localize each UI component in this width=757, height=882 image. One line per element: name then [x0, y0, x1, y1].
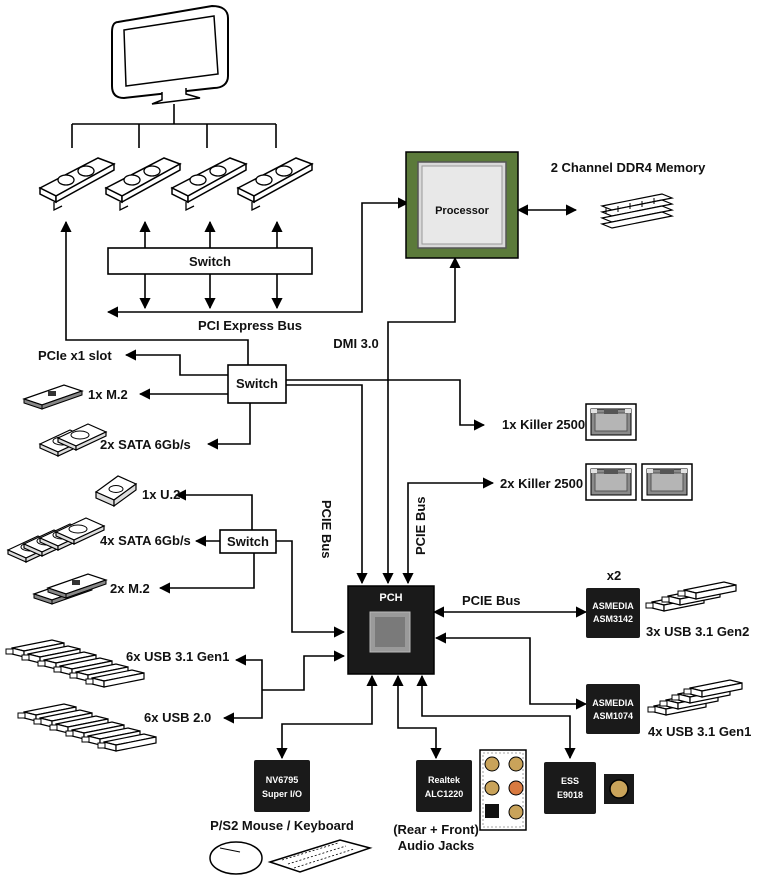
gpu-icon-4 [237, 157, 313, 211]
pcie-switch-box [107, 247, 313, 275]
m2-1x-label: 1x M.2 [88, 387, 128, 402]
m2-2x-label: 2x M.2 [110, 581, 150, 596]
connector-lines [60, 104, 588, 760]
m2-card-icon-1 [23, 384, 83, 410]
asm3142-line2: ASM3142 [593, 614, 633, 624]
m2-card-icon-2 [33, 573, 107, 605]
audio-jacks-line1: (Rear + Front) [393, 822, 479, 837]
u2-drive-icon [94, 475, 138, 508]
asm3142-line1: ASMEDIA [592, 601, 634, 611]
gpu-icon-1 [39, 157, 115, 211]
pch-chip [347, 585, 435, 675]
superio-line2: Super I/O [262, 789, 302, 799]
monitor-icon [111, 4, 229, 105]
usb31-gen1-right-stick-icons [647, 679, 743, 716]
usb31-gen2-stick-icons [645, 581, 737, 612]
asm3142-chip [586, 588, 640, 638]
realtek-line2: ALC1220 [425, 789, 464, 799]
pch-label: PCH [379, 592, 402, 604]
asm1074-line1: ASMEDIA [592, 698, 634, 708]
pcie-x1-label: PCIe x1 slot [38, 348, 112, 363]
realtek-line1: Realtek [428, 775, 461, 785]
gpu-icon-2 [105, 157, 181, 211]
processor-chip [405, 151, 519, 259]
realtek-chip [416, 760, 472, 812]
memory-label: 2 Channel DDR4 Memory [551, 160, 706, 175]
audio-jack-panel-icon [479, 749, 527, 831]
keyboard-icon [267, 839, 373, 873]
pci-express-bus-label: PCI Express Bus [198, 318, 302, 333]
asm3142-ports-label: 3x USB 3.1 Gen2 [646, 624, 749, 639]
asm1074-ports-label: 4x USB 3.1 Gen1 [648, 724, 751, 739]
pcie-bus-left-label: PCIE Bus [319, 500, 334, 559]
ess-chip [544, 762, 596, 814]
ps2-device-label: P/S2 Mouse / Keyboard [210, 818, 354, 833]
switch-low-label: Switch [227, 534, 269, 549]
killer-2x-label: 2x Killer 2500 [500, 476, 583, 491]
usb20-stick-icons [17, 703, 157, 752]
asm1074-line2: ASM1074 [593, 711, 633, 721]
switch-low-box [219, 529, 277, 554]
usb31-gen1-6x-label: 6x USB 3.1 Gen1 [126, 649, 229, 664]
switch-mid-box [227, 364, 287, 404]
ethernet-port-icon-3 [641, 463, 693, 501]
killer-1x-label: 1x Killer 2500 [502, 417, 585, 432]
switch-mid-label: Switch [236, 376, 278, 391]
usb20-6x-label: 6x USB 2.0 [144, 710, 211, 725]
pcie-switch-label: Switch [189, 254, 231, 269]
pcie-bus-right-label: PCIE Bus [462, 593, 521, 608]
usb31-gen1-stick-icons [5, 639, 145, 688]
asm1074-chip [586, 684, 640, 734]
dmi-label: DMI 3.0 [333, 336, 379, 351]
sata-2x-label: 2x SATA 6Gb/s [100, 437, 191, 452]
memory-dimm-icon [599, 193, 675, 229]
ess-line2: E9018 [557, 790, 583, 800]
sata-disk-icon-1 [39, 423, 107, 457]
u2-1x-label: 1x U.2 [142, 487, 180, 502]
processor-label: Processor [435, 205, 490, 217]
asm3142-multiplier: x2 [607, 568, 621, 583]
ethernet-port-icon-1 [585, 403, 637, 441]
ess-audio-jack-icon [604, 774, 634, 804]
superio-line1: NV6795 [266, 775, 299, 785]
audio-jacks-line2: Audio Jacks [398, 838, 475, 853]
ess-line1: ESS [561, 776, 579, 786]
gpu-icon-3 [171, 157, 247, 211]
superio-chip [254, 760, 310, 812]
sata-4x-label: 4x SATA 6Gb/s [100, 533, 191, 548]
mouse-icon [209, 841, 263, 875]
pcie-bus-mid-label: PCIE Bus [413, 496, 428, 555]
sata-disk-icon-2 [7, 517, 105, 563]
ethernet-port-icon-2 [585, 463, 637, 501]
